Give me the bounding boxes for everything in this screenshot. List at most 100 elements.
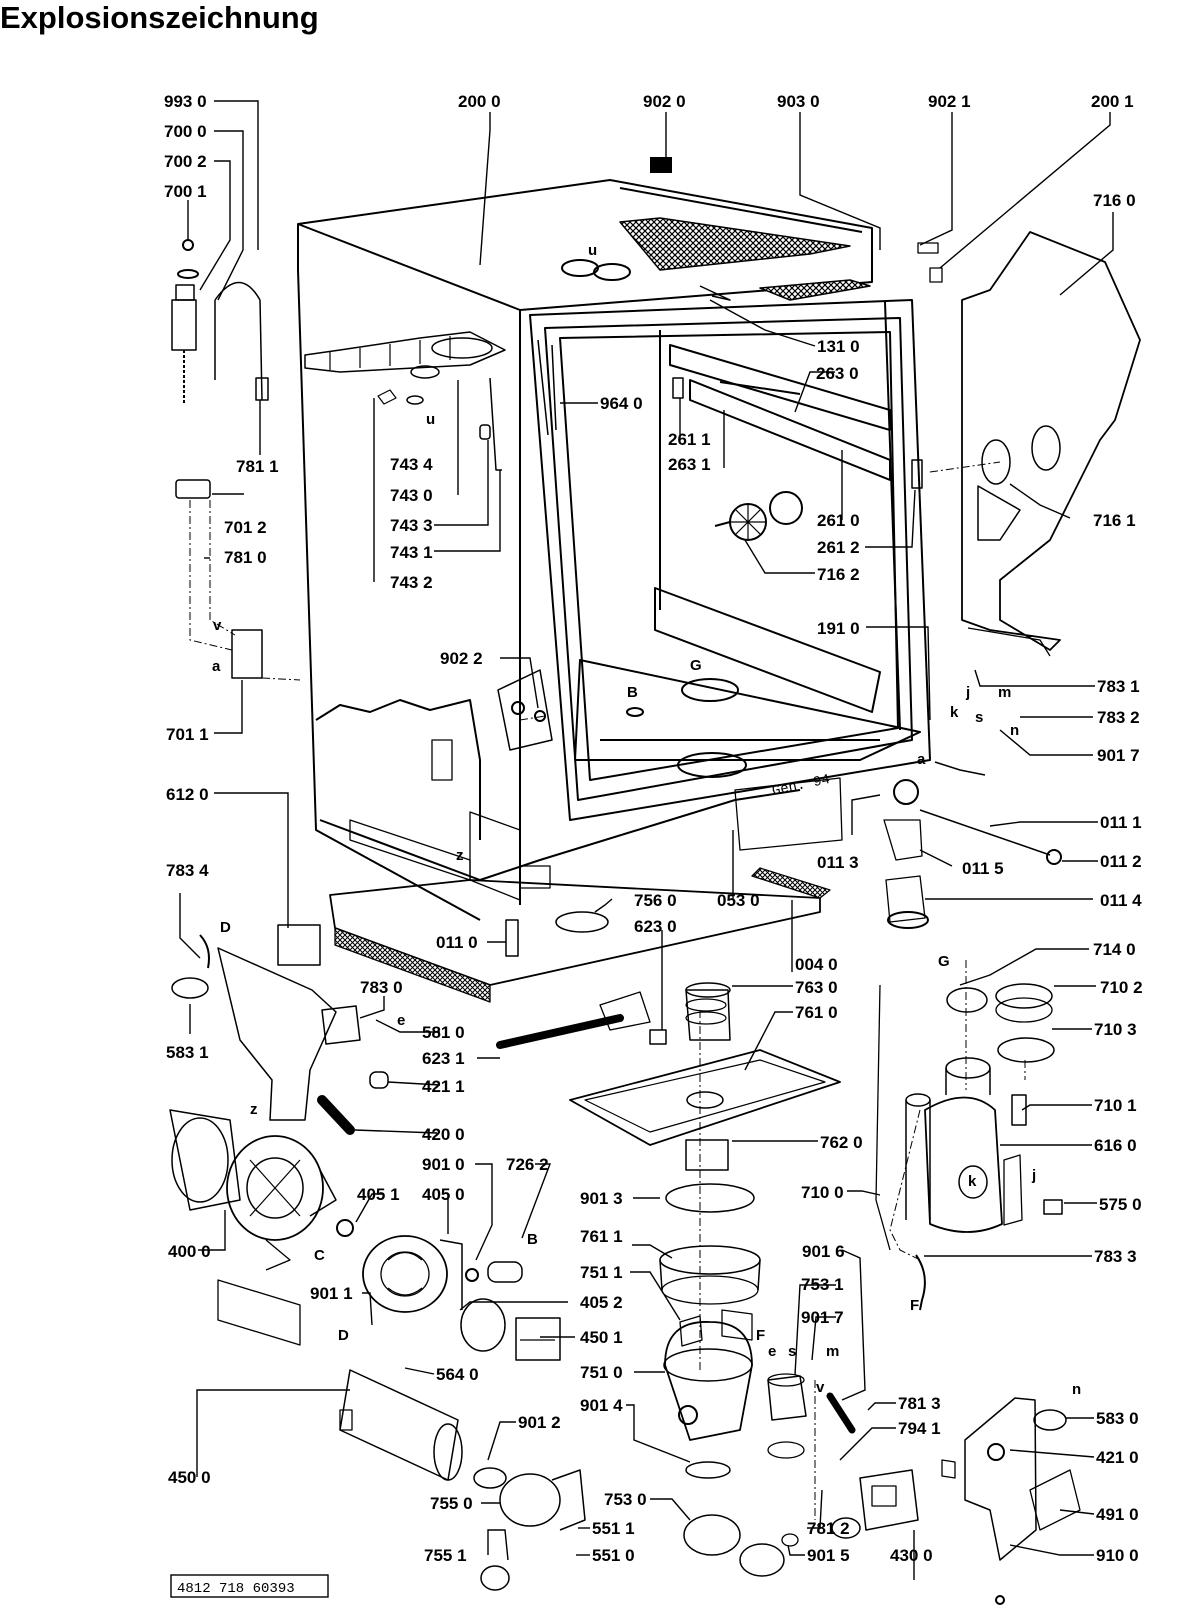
part-label: 421 0 bbox=[1096, 1448, 1139, 1467]
part-label: 761 1 bbox=[580, 1227, 623, 1246]
letter-label: e bbox=[397, 1012, 405, 1029]
part-label: 583 1 bbox=[166, 1043, 209, 1062]
part-label: 910 0 bbox=[1096, 1546, 1139, 1565]
part-label: 405 1 bbox=[357, 1185, 400, 1204]
part-label: 581 0 bbox=[422, 1023, 465, 1042]
part-label: 753 1 bbox=[801, 1275, 844, 1294]
part-label: 623 1 bbox=[422, 1049, 465, 1068]
page-title: Explosionszeichnung bbox=[0, 0, 319, 35]
letter-label: v bbox=[816, 1379, 825, 1396]
part-label: 131 0 bbox=[817, 337, 860, 356]
part-label: 755 0 bbox=[430, 1494, 473, 1513]
part-label: 901 7 bbox=[801, 1308, 844, 1327]
part-label: 716 0 bbox=[1093, 191, 1136, 210]
part-label: 710 2 bbox=[1100, 978, 1143, 997]
part-label: 263 0 bbox=[816, 364, 859, 383]
part-label: 700 0 bbox=[164, 122, 207, 141]
letter-label: m bbox=[826, 1343, 839, 1360]
part-label: 583 0 bbox=[1096, 1409, 1139, 1428]
letter-label: s bbox=[788, 1343, 796, 1360]
letter-label: G bbox=[938, 953, 950, 970]
part-label: 575 0 bbox=[1099, 1195, 1142, 1214]
letter-label: k bbox=[968, 1173, 977, 1190]
part-label: 400 0 bbox=[168, 1242, 211, 1261]
part-label: 756 0 bbox=[634, 891, 677, 910]
part-label: 902 2 bbox=[440, 649, 483, 668]
part-label: 011 4 bbox=[1100, 891, 1142, 910]
part-label: 405 0 bbox=[422, 1185, 465, 1204]
part-label: 623 0 bbox=[634, 917, 677, 936]
letter-label: u bbox=[588, 242, 597, 259]
letter-label: e bbox=[768, 1343, 776, 1360]
part-label: 993 0 bbox=[164, 92, 207, 111]
letter-label: n bbox=[1072, 1381, 1081, 1398]
part-label: 781 1 bbox=[236, 457, 279, 476]
part-label: 901 4 bbox=[580, 1396, 623, 1415]
part-label: 405 2 bbox=[580, 1293, 623, 1312]
part-label: 263 1 bbox=[668, 455, 711, 474]
part-label: 420 0 bbox=[422, 1125, 465, 1144]
letter-label: s bbox=[975, 709, 983, 726]
letter-label: D bbox=[220, 919, 231, 936]
part-label: 743 1 bbox=[390, 543, 433, 562]
letter-label: B bbox=[627, 684, 638, 701]
part-number-labels: 993 0 700 0 700 2 700 1 200 0 902 0 903 … bbox=[164, 92, 1143, 1565]
part-label: 551 1 bbox=[592, 1519, 635, 1538]
part-label: 743 3 bbox=[390, 516, 433, 535]
part-label: 902 0 bbox=[643, 92, 686, 111]
part-label: 700 2 bbox=[164, 152, 207, 171]
leader-lines bbox=[179, 100, 1114, 1580]
letter-label: B bbox=[527, 1231, 538, 1248]
part-label: 701 1 bbox=[166, 725, 209, 744]
part-label: 616 0 bbox=[1094, 1136, 1137, 1155]
letter-label: C bbox=[314, 1247, 325, 1264]
letter-label: j bbox=[965, 684, 970, 701]
part-label: 710 0 bbox=[801, 1183, 844, 1202]
part-label: 421 1 bbox=[422, 1077, 465, 1096]
letter-label: u bbox=[426, 411, 435, 428]
part-label: 200 1 bbox=[1091, 92, 1134, 111]
part-label: 901 7 bbox=[1097, 746, 1140, 765]
part-label: 710 3 bbox=[1094, 1020, 1137, 1039]
letter-label: j bbox=[1031, 1167, 1036, 1184]
part-label: 794 1 bbox=[898, 1419, 941, 1438]
part-label: 902 1 bbox=[928, 92, 971, 111]
letter-label: D bbox=[338, 1327, 349, 1344]
part-label: 450 1 bbox=[580, 1328, 623, 1347]
connection-letter-labels: u u v a G B j m k s n a z D e G z B C k … bbox=[212, 242, 1081, 1398]
part-label: 743 2 bbox=[390, 573, 433, 592]
part-label: 714 0 bbox=[1093, 940, 1136, 959]
part-label: 716 1 bbox=[1093, 511, 1136, 530]
letter-label: n bbox=[1010, 722, 1019, 739]
part-label: 011 0 bbox=[436, 933, 478, 952]
part-label: 762 0 bbox=[820, 1133, 863, 1152]
part-label: 612 0 bbox=[166, 785, 209, 804]
part-label: 011 1 bbox=[1100, 813, 1142, 832]
part-label: 261 1 bbox=[668, 430, 711, 449]
part-label: 751 0 bbox=[580, 1363, 623, 1382]
part-label: 743 4 bbox=[390, 455, 433, 474]
letter-label: m bbox=[998, 684, 1011, 701]
part-label: 781 2 bbox=[807, 1519, 850, 1538]
revision-stamp: Gen. 94 bbox=[771, 772, 832, 800]
part-label: 710 1 bbox=[1094, 1096, 1137, 1115]
part-label: 901 1 bbox=[310, 1284, 353, 1303]
document-number: 4812 718 60393 bbox=[177, 1581, 295, 1597]
part-label: 191 0 bbox=[817, 619, 860, 638]
part-label: 011 5 bbox=[962, 859, 1004, 878]
part-label: 901 5 bbox=[807, 1546, 850, 1565]
part-label: 716 2 bbox=[817, 565, 860, 584]
part-label: 755 1 bbox=[424, 1546, 467, 1565]
part-label: 783 1 bbox=[1097, 677, 1140, 696]
part-label: 743 0 bbox=[390, 486, 433, 505]
part-label: 564 0 bbox=[436, 1365, 479, 1384]
part-label: 261 0 bbox=[817, 511, 860, 530]
part-label: 726 2 bbox=[506, 1155, 549, 1174]
part-label: 783 3 bbox=[1094, 1247, 1137, 1266]
part-label: 701 2 bbox=[224, 518, 267, 537]
part-label: 011 3 bbox=[817, 853, 859, 872]
part-label: 753 0 bbox=[604, 1490, 647, 1509]
part-label: 761 0 bbox=[795, 1003, 838, 1022]
letter-label: z bbox=[250, 1101, 258, 1118]
